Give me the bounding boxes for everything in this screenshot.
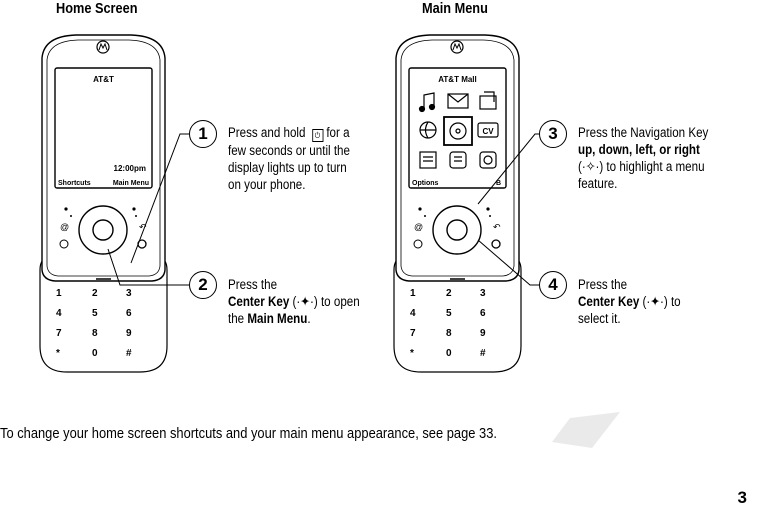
phone-main-menu: AT&T Mall CV Options B xyxy=(393,34,522,373)
motorola-logo-icon xyxy=(450,40,464,54)
callout-badge-1: 1 xyxy=(189,120,217,148)
side-key-icon xyxy=(59,239,69,249)
svg-text:0: 0 xyxy=(92,348,98,359)
callout-1-text: Press and hold ⏻ for a few seconds or un… xyxy=(228,125,350,192)
svg-text:@: @ xyxy=(414,222,423,232)
highlighted-menu-item xyxy=(443,116,473,146)
svg-text:@: @ xyxy=(60,222,69,232)
svg-text:1: 1 xyxy=(56,288,62,299)
svg-text:5: 5 xyxy=(92,308,98,319)
power-key-icon xyxy=(491,239,501,249)
home-screen-heading: Home Screen xyxy=(56,0,138,17)
callout-4-text: Press the Center Key (·✦·) to select it. xyxy=(578,277,681,326)
settings-icon xyxy=(449,151,467,169)
right-softkey-label: B xyxy=(496,180,501,187)
svg-text:8: 8 xyxy=(92,328,98,339)
svg-text:7: 7 xyxy=(56,328,62,339)
svg-text:CV: CV xyxy=(482,127,494,136)
tools-icon xyxy=(479,151,497,169)
center-key-icon: ·✦· xyxy=(296,294,314,309)
center-key-icon xyxy=(446,219,468,241)
callout-badge-3: 3 xyxy=(539,120,567,148)
callout-badge-4: 4 xyxy=(539,271,567,299)
callout-badge-2: 2 xyxy=(189,271,217,299)
footer-text: To change your home screen shortcuts and… xyxy=(0,425,497,442)
svg-text:*: * xyxy=(410,348,414,359)
side-key-icon xyxy=(413,239,423,249)
keypad: 1 2 3 4 5 6 7 8 9 * 0 # xyxy=(56,288,132,359)
contacts-icon xyxy=(419,151,437,169)
power-key-icon: ⏻ xyxy=(311,129,324,142)
carrier-label: AT&T xyxy=(93,75,114,84)
svg-text:↶: ↶ xyxy=(493,222,501,232)
mail-icon xyxy=(447,93,469,109)
music-note-icon xyxy=(418,92,436,113)
svg-text:6: 6 xyxy=(126,308,132,319)
svg-text:*: * xyxy=(56,348,60,359)
center-key-icon xyxy=(92,219,114,241)
svg-text:#: # xyxy=(480,348,486,359)
right-softkey-label: Main Menu xyxy=(113,180,149,187)
navigation-key-icon xyxy=(78,205,128,255)
svg-text:7: 7 xyxy=(410,328,416,339)
svg-text:3: 3 xyxy=(480,288,486,299)
navigation-key-icon xyxy=(432,205,482,255)
left-softkey-label: Options xyxy=(412,180,439,187)
cv-icon: CV xyxy=(477,122,499,138)
svg-text:2: 2 xyxy=(92,288,98,299)
menu-title-label: AT&T Mall xyxy=(438,75,477,84)
svg-text:9: 9 xyxy=(126,328,132,339)
svg-text:#: # xyxy=(126,348,132,359)
messaging-icon xyxy=(479,91,497,110)
svg-text:2: 2 xyxy=(446,288,452,299)
callout-2-text: Press the Center Key (·✦·) to open the M… xyxy=(228,277,360,326)
svg-text:8: 8 xyxy=(446,328,452,339)
clock-label: 12:00pm xyxy=(114,164,146,173)
svg-text:4: 4 xyxy=(410,308,416,319)
svg-text:6: 6 xyxy=(480,308,486,319)
svg-text:1: 1 xyxy=(410,288,416,299)
navigation-key-icon: ·✧· xyxy=(581,159,600,174)
svg-text:9: 9 xyxy=(480,328,486,339)
motorola-logo-icon xyxy=(96,40,110,54)
browser-icon xyxy=(419,121,437,139)
main-menu-heading: Main Menu xyxy=(422,0,488,17)
callout-3-text: Press the Navigation Key up, down, left,… xyxy=(578,125,709,191)
keypad: 1 2 3 4 5 6 7 8 9 * 0 # xyxy=(410,288,486,359)
media-icon xyxy=(449,122,467,140)
page-corner-shape xyxy=(552,412,620,448)
page-number: 3 xyxy=(737,488,747,507)
svg-text:3: 3 xyxy=(126,288,132,299)
svg-text:5: 5 xyxy=(446,308,452,319)
svg-text:4: 4 xyxy=(56,308,62,319)
svg-text:↶: ↶ xyxy=(139,222,147,232)
left-softkey-label: Shortcuts xyxy=(58,180,91,187)
svg-text:0: 0 xyxy=(446,348,452,359)
center-key-icon: ·✦· xyxy=(646,294,664,309)
